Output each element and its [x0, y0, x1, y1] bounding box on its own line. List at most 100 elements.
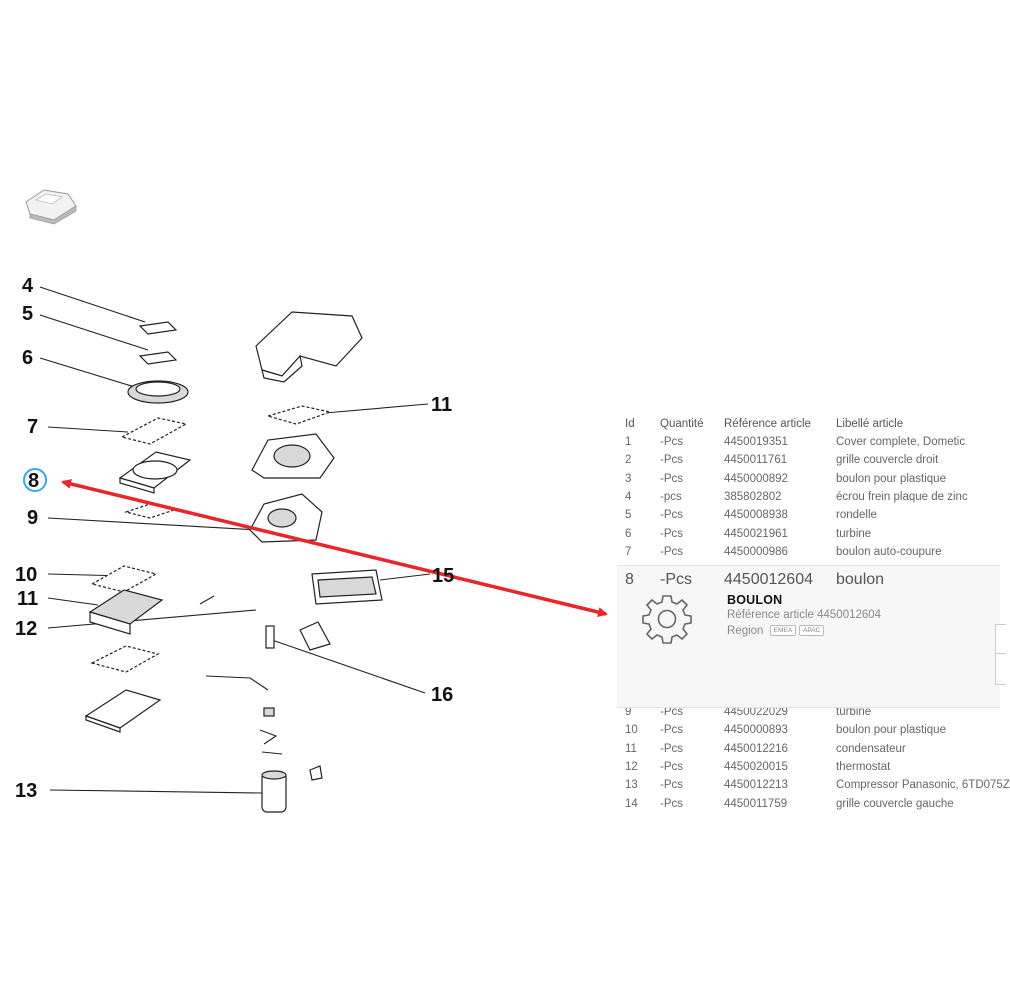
cell-id: 13	[625, 779, 638, 792]
cell-ref: 4450000986	[724, 545, 788, 558]
cell-id: 2	[625, 454, 632, 467]
cell-label: boulon pour plastique	[836, 724, 946, 737]
cell-qty: -Pcs	[660, 454, 683, 467]
cell-id: 6	[625, 527, 632, 540]
cell-id: 7	[625, 545, 632, 558]
table-row[interactable]: 10 -Pcs 4450000893 boulon pour plastique	[617, 724, 1000, 742]
cell-label: écrou frein plaque de zinc	[836, 490, 968, 503]
cell-label: thermostat	[836, 760, 891, 773]
side-action-button-2[interactable]	[995, 653, 1006, 685]
cell-qty: -Pcs	[660, 760, 683, 773]
table-row[interactable]: 2 -Pcs 4450011761 grille couvercle droit	[617, 454, 1000, 472]
selected-part-panel: 8 -Pcs 4450012604 boulon BOULON Référenc…	[617, 565, 1006, 708]
cell-id: 12	[625, 760, 638, 773]
callout-11-right[interactable]: 11	[431, 394, 452, 416]
cell-qty: -pcs	[660, 490, 682, 503]
table-header: Id Quantité Référence article Libellé ar…	[617, 418, 1000, 436]
header-label[interactable]: Libellé article	[836, 418, 904, 430]
cell-ref: 4450012213	[724, 779, 788, 792]
cell-ref: 4450000893	[724, 724, 788, 737]
cell-ref: 4450008938	[724, 509, 788, 522]
parts-art	[84, 311, 383, 813]
cell-qty: -Pcs	[660, 779, 683, 792]
cell-ref: 4450000892	[724, 472, 788, 485]
cell-ref: 4450020015	[724, 760, 788, 773]
cell-id: 11	[625, 742, 637, 755]
cell-label: grille couvercle gauche	[836, 797, 954, 810]
cell-id: 14	[625, 797, 638, 810]
cell-id: 3	[625, 472, 632, 485]
cell-label: boulon auto-coupure	[836, 545, 942, 558]
cell-label: boulon pour plastique	[836, 472, 946, 485]
cell-qty: -Pcs	[660, 545, 683, 558]
cell-label: condensateur	[836, 742, 906, 755]
header-quantity[interactable]: Quantité	[660, 418, 704, 430]
selected-callout-ring	[23, 468, 47, 492]
callout-4[interactable]: 4	[22, 275, 34, 297]
callout-13[interactable]: 13	[15, 780, 37, 802]
header-reference[interactable]: Référence article	[724, 418, 811, 430]
table-row[interactable]: 13 -Pcs 4450012213 Compressor Panasonic, 6T…	[617, 779, 1010, 797]
region-badge-emea[interactable]: EMEA	[769, 625, 797, 637]
table-row[interactable]: 6 -Pcs 4450021961 turbine	[617, 528, 1000, 546]
table-row[interactable]: 11 -Pcs 4450012216 condensateur	[617, 743, 1000, 761]
table-row[interactable]: 12 -Pcs 4450020015 thermostat	[617, 761, 1000, 779]
cell-id: 10	[625, 724, 638, 737]
callout-15[interactable]: 15	[432, 565, 454, 587]
cell-qty: -Pcs	[660, 436, 683, 448]
table-row[interactable]: 3 -Pcs 4450000892 boulon pour plastique	[617, 473, 1000, 491]
region-label: Region	[727, 625, 764, 637]
cell-ref: 4450021961	[724, 527, 788, 540]
cell-id: 4	[625, 490, 632, 503]
gear-icon	[641, 593, 693, 645]
callout-7[interactable]: 7	[27, 416, 38, 438]
cell-label: rondelle	[836, 509, 877, 522]
cell-label: turbine	[836, 527, 872, 540]
callout-8[interactable]: 8	[28, 470, 39, 492]
cell-qty: -Pcs	[660, 472, 683, 485]
callout-6[interactable]: 6	[22, 347, 33, 369]
cell-qty: -Pcs	[660, 509, 683, 522]
side-action-button-1[interactable]	[995, 624, 1006, 656]
callout-numbers: 4 5 6 7 8 9 10 11 12 13 11 15 16	[15, 275, 454, 802]
detail-title: BOULON	[727, 593, 783, 607]
cell-qty: -Pcs	[660, 527, 683, 540]
table-row[interactable]: 5 -Pcs 4450008938 rondelle	[617, 509, 1000, 527]
table-row[interactable]: 7 -Pcs 4450000986 boulon auto-coupure	[617, 546, 1000, 564]
callout-10[interactable]: 10	[15, 564, 37, 586]
cell-label: grille couvercle droit	[836, 454, 939, 467]
cell-ref: 4450011759	[724, 797, 788, 810]
cell-ref: 4450011761	[724, 454, 788, 467]
cell-qty: -Pcs	[660, 706, 683, 718]
cell-ref: 4450019351	[724, 436, 788, 448]
cell-id: 9	[625, 706, 632, 718]
table-row[interactable]: 9 -Pcs 4450022029 turbine	[617, 706, 1000, 724]
cell-id: 5	[625, 509, 632, 522]
cell-label: Compressor Panasonic, 6TD075Z	[836, 779, 1010, 792]
cell-ref: 4450022029	[724, 706, 788, 718]
cell-ref: 4450012216	[724, 742, 788, 755]
callout-12[interactable]: 12	[15, 618, 37, 640]
cell-label: Cover complete, Dometic	[836, 436, 966, 448]
callout-16[interactable]: 16	[431, 684, 453, 706]
cell-qty: -Pcs	[660, 742, 683, 755]
table-row[interactable]: 14 -Pcs 4450011759 grille couvercle gauche	[617, 798, 1000, 816]
callout-5[interactable]: 5	[22, 303, 33, 325]
product-thumbnail[interactable]	[25, 189, 77, 225]
cell-qty: -Pcs	[660, 724, 683, 737]
cell-ref: 385802802	[724, 490, 782, 503]
detail-reference: Référence article 4450012604	[727, 609, 882, 621]
cell-label: turbine	[836, 706, 872, 718]
highlight-arrow	[61, 479, 608, 617]
table-row[interactable]: 1 -Pcs 4450019351 Cover complete, Dometic	[617, 436, 1000, 454]
table-row-selected[interactable]: 8 -Pcs 4450012604 boulon	[625, 571, 885, 588]
region-badge-apac[interactable]: APAC	[799, 625, 825, 637]
cell-id: 1	[625, 436, 632, 448]
header-id[interactable]: Id	[625, 418, 635, 430]
callout-11-left[interactable]: 11	[17, 588, 38, 610]
callout-9[interactable]: 9	[27, 507, 38, 529]
cell-qty: -Pcs	[660, 797, 683, 810]
table-row[interactable]: 4 -pcs 385802802 écrou frein plaque de zinc	[617, 491, 1000, 509]
